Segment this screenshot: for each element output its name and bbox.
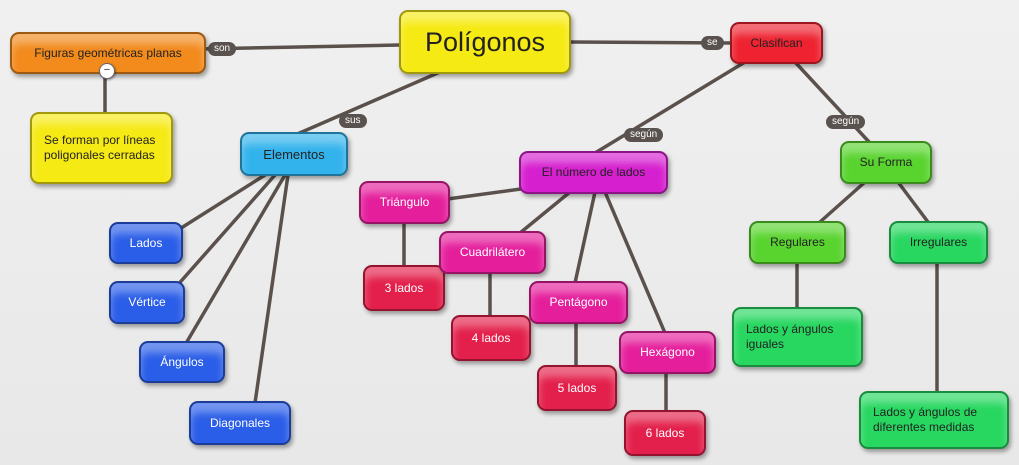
collapse-toggle-icon[interactable]: −	[99, 63, 115, 79]
node-cuadrilatero[interactable]: Cuadrilátero	[439, 231, 546, 274]
node-irregulares[interactable]: Irregulares	[889, 221, 988, 264]
link-label-son: son	[208, 42, 237, 56]
node-5-lados[interactable]: 5 lados	[537, 365, 617, 411]
node-hexagono[interactable]: Hexágono	[619, 331, 716, 374]
node-se-forman[interactable]: Se forman por líneas poligonales cerrada…	[30, 112, 173, 184]
node-lados[interactable]: Lados	[109, 222, 183, 264]
link-label-sus: sus	[339, 114, 367, 128]
node-regulares[interactable]: Regulares	[749, 221, 846, 264]
node-numero-de-lados[interactable]: El número de lados	[519, 151, 668, 194]
link-label-segun-numero: según	[624, 128, 664, 142]
link-label-se: se	[701, 36, 724, 50]
node-elementos[interactable]: Elementos	[240, 132, 348, 176]
node-diagonales[interactable]: Diagonales	[189, 401, 291, 445]
node-poligonos[interactable]: Polígonos	[399, 10, 571, 74]
node-clasifican[interactable]: Clasifican	[730, 22, 823, 64]
node-6-lados[interactable]: 6 lados	[624, 410, 706, 456]
node-lados-angulos-iguales[interactable]: Lados y ángulos iguales	[732, 307, 863, 367]
node-su-forma[interactable]: Su Forma	[840, 141, 932, 184]
node-pentagono[interactable]: Pentágono	[529, 281, 628, 324]
node-4-lados[interactable]: 4 lados	[451, 315, 531, 361]
link-label-segun-forma: según	[826, 115, 866, 129]
node-lados-angulos-diferentes[interactable]: Lados y ángulos de diferentes medidas	[859, 391, 1009, 449]
node-angulos[interactable]: Ángulos	[139, 341, 225, 383]
node-triangulo[interactable]: Triángulo	[359, 181, 450, 224]
node-3-lados[interactable]: 3 lados	[363, 265, 445, 311]
node-vertice[interactable]: Vértice	[109, 281, 185, 324]
